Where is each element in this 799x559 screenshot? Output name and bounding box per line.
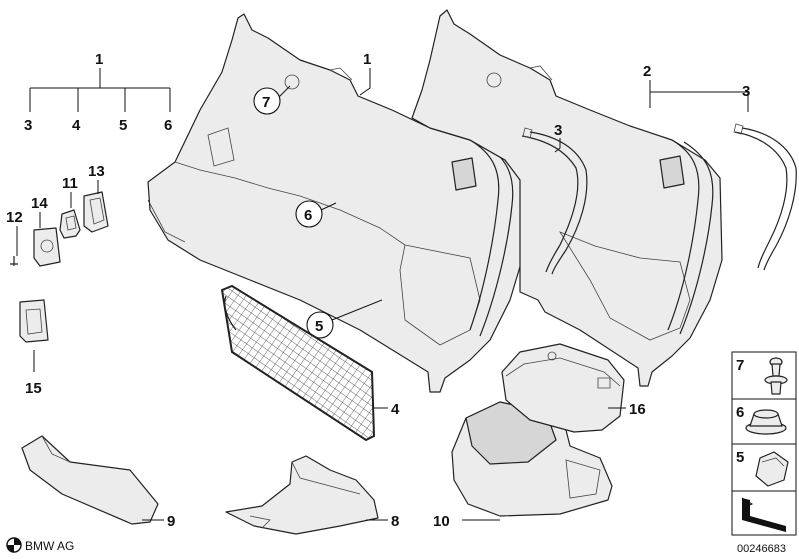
marker-5-panel: 5 xyxy=(306,299,383,339)
label-3: 3 xyxy=(24,117,32,134)
plug-icon xyxy=(745,409,787,435)
marker-7-panel: 7 xyxy=(253,85,291,115)
svg-text:7: 7 xyxy=(262,94,270,111)
legend-tree: 1 3 4 5 6 xyxy=(24,51,172,134)
arrow-icon xyxy=(741,497,786,532)
label-4-net: 4 xyxy=(391,401,400,418)
label-2: 2 xyxy=(643,63,651,80)
legend-label-6: 6 xyxy=(736,404,744,421)
fastener-legend: 7 6 5 xyxy=(731,351,797,536)
label-10: 10 xyxy=(433,513,450,530)
label-9: 9 xyxy=(167,513,175,530)
trim-panel-right xyxy=(411,9,723,387)
push-rivet-icon xyxy=(764,357,788,395)
label-3-mid: 3 xyxy=(554,122,562,139)
clip-parts: 11 13 14 12 15 xyxy=(6,163,109,397)
label-16: 16 xyxy=(629,401,646,418)
label-14: 14 xyxy=(31,195,48,212)
cover-16: 16 xyxy=(501,343,646,433)
label-4: 4 xyxy=(72,117,81,134)
floor-trim-9: 9 xyxy=(21,435,175,530)
label-3-right: 3 xyxy=(742,83,750,100)
clip-icon xyxy=(755,451,789,487)
label-15: 15 xyxy=(25,380,42,397)
marker-6-panel: 6 xyxy=(295,200,337,228)
side-bracket-right xyxy=(733,123,797,271)
footer: BMW AG 00246683 xyxy=(6,537,786,555)
side-bracket-middle: 3 xyxy=(521,122,588,275)
label-12: 12 xyxy=(6,209,23,226)
bmw-roundel-icon xyxy=(6,537,22,553)
callout-part-2: 2 3 xyxy=(643,63,750,112)
svg-text:5: 5 xyxy=(315,318,323,335)
footer-brand: BMW AG xyxy=(25,539,74,553)
label-11: 11 xyxy=(62,175,78,192)
label-6: 6 xyxy=(164,117,172,134)
label-5: 5 xyxy=(119,117,127,134)
label-13: 13 xyxy=(88,163,105,180)
floor-trim-8: 8 xyxy=(225,455,399,535)
legend-label-5: 5 xyxy=(736,449,744,466)
callout-part-1: 1 xyxy=(359,51,371,96)
footer-ref: 00246683 xyxy=(737,543,786,555)
label-1-main: 1 xyxy=(363,51,371,68)
svg-text:6: 6 xyxy=(304,207,312,224)
label-8: 8 xyxy=(391,513,399,530)
legend-label-7: 7 xyxy=(736,357,744,374)
label-1-top: 1 xyxy=(95,51,103,68)
cargo-net: 4 xyxy=(220,284,400,442)
